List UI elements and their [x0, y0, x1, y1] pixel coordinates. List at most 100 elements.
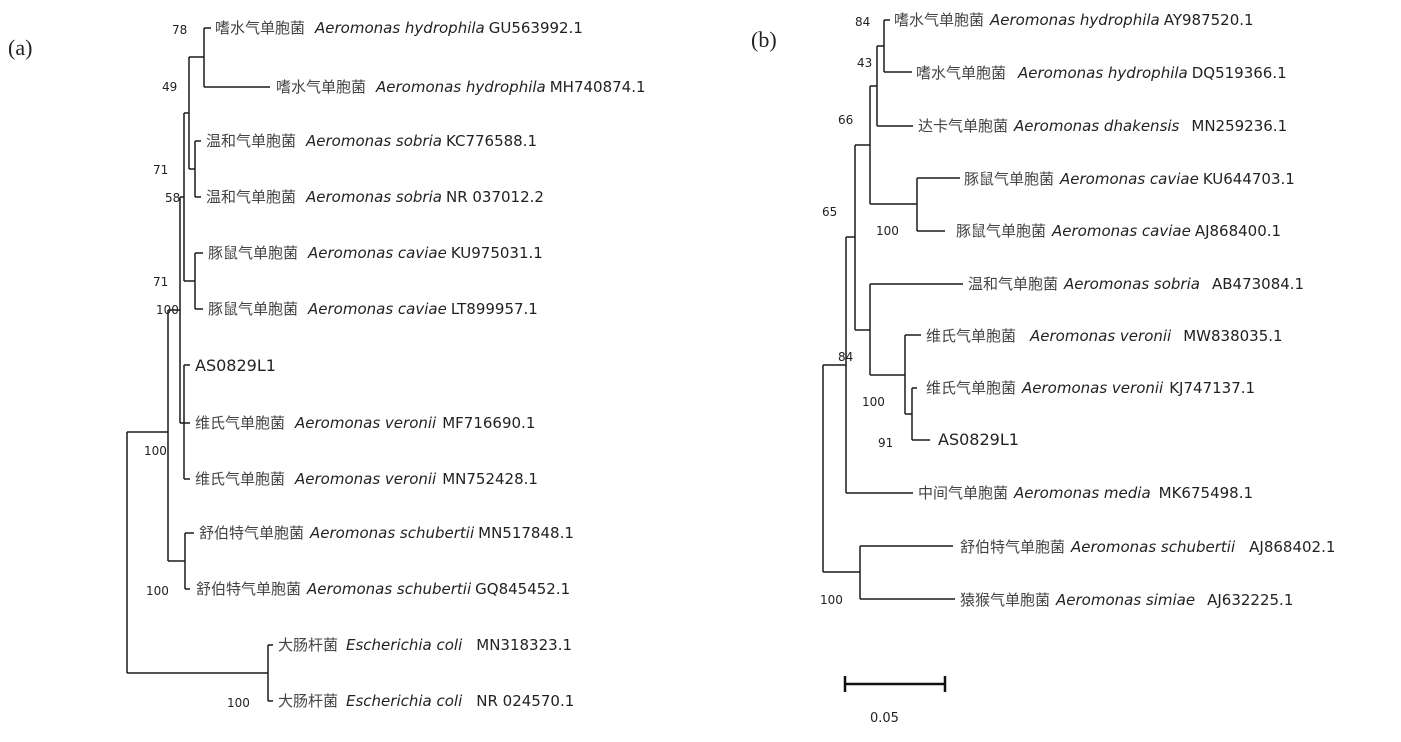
taxon-chinese-name: 嗜水气单胞菌: [894, 11, 984, 29]
bootstrap-value: 78: [172, 23, 187, 37]
taxon-label: 维氏气单胞菌 Aeromonas veronii KJ747137.1: [926, 379, 1255, 397]
panel-b-branches: [822, 19, 963, 600]
panel-b: (b): [751, 11, 1335, 726]
taxon-chinese-name: 猿猴气单胞菌: [960, 591, 1050, 609]
taxon-accession: MN752428.1: [442, 470, 538, 488]
scale-bar-group: 0.05: [843, 676, 947, 726]
bootstrap-value: 100: [156, 303, 179, 317]
taxon-chinese-name: 维氏气单胞菌: [195, 470, 285, 488]
taxon-species: Aeromonas caviae: [307, 244, 447, 262]
taxon-label: 达卡气单胞菌 Aeromonas dhakensis MN259236.1: [918, 117, 1287, 135]
taxon-chinese-name: 温和气单胞菌: [968, 275, 1058, 293]
taxon-accession: MW838035.1: [1183, 327, 1282, 345]
taxon-species: Escherichia coli: [346, 692, 463, 710]
taxon-accession: NR 024570.1: [476, 692, 574, 710]
bootstrap-value: 71: [153, 275, 168, 289]
taxon-species: Aeromonas hydrophila: [314, 19, 485, 37]
taxon-chinese-name: 豚鼠气单胞菌: [956, 222, 1046, 240]
taxon-species: Aeromonas sobria: [1063, 275, 1200, 293]
panel-a: (a): [8, 19, 646, 710]
taxon-chinese-name: 维氏气单胞菌: [926, 327, 1016, 345]
taxon-species: Aeromonas media: [1013, 484, 1151, 502]
bootstrap-value: 100: [820, 593, 843, 607]
taxon-chinese-name: 维氏气单胞菌: [926, 379, 1016, 397]
taxon-accession: DQ519366.1: [1192, 64, 1287, 82]
taxon-species: Aeromonas dhakensis: [1013, 117, 1180, 135]
taxon-chinese-name: 嗜水气单胞菌: [276, 78, 366, 96]
taxon-accession: AJ868402.1: [1249, 538, 1335, 556]
taxon-accession: AY987520.1: [1164, 11, 1254, 29]
taxon-species: Aeromonas veronii: [1021, 379, 1164, 397]
taxon-label: 维氏气单胞菌 Aeromonas veronii MF716690.1: [195, 414, 535, 432]
panel-a-bootstrap: 78 49 71 58 71 100 100 100 100: [144, 23, 250, 710]
taxon-chinese-name: 嗜水气单胞菌: [916, 64, 1006, 82]
taxon-accession: KJ747137.1: [1169, 379, 1255, 397]
taxon-species: Aeromonas sobria: [305, 188, 442, 206]
bootstrap-value: 66: [838, 113, 853, 127]
bootstrap-value: 91: [878, 436, 893, 450]
taxon-species: Aeromonas veronii: [294, 414, 437, 432]
taxon-species: Aeromonas veronii: [1029, 327, 1172, 345]
bootstrap-value: 43: [857, 56, 872, 70]
taxon-species: Aeromonas schubertii: [1070, 538, 1236, 556]
panel-b-label: (b): [751, 27, 777, 52]
taxon-accession: MN259236.1: [1191, 117, 1287, 135]
taxon-chinese-name: 舒伯特气单胞菌: [196, 580, 301, 598]
taxon-chinese-name: 大肠杆菌: [278, 636, 338, 654]
taxon-species: Aeromonas hydrophila: [375, 78, 546, 96]
taxon-accession: MH740874.1: [550, 78, 646, 96]
taxon-chinese-name: 豚鼠气单胞菌: [964, 170, 1054, 188]
taxon-chinese-name: 舒伯特气单胞菌: [199, 524, 304, 542]
taxon-label: 温和气单胞菌 Aeromonas sobria AB473084.1: [968, 275, 1304, 293]
taxon-species: Aeromonas hydrophila: [989, 11, 1160, 29]
taxon-accession: KC776588.1: [446, 132, 537, 150]
taxon-species: Aeromonas veronii: [294, 470, 437, 488]
bootstrap-value: 84: [855, 15, 870, 29]
taxon-accession: AB473084.1: [1212, 275, 1304, 293]
taxon-label: 大肠杆菌 Escherichia coli MN318323.1: [278, 636, 572, 654]
taxon-accession: KU644703.1: [1203, 170, 1295, 188]
taxon-label: 维氏气单胞菌 Aeromonas veronii MW838035.1: [926, 327, 1283, 345]
taxon-species: Aeromonas caviae: [1059, 170, 1199, 188]
bootstrap-value: 100: [144, 444, 167, 458]
bootstrap-value: 65: [822, 205, 837, 219]
taxon-chinese-name: 达卡气单胞菌: [918, 117, 1008, 135]
taxon-label-query: AS0829L1: [195, 356, 276, 375]
taxon-accession: MF716690.1: [442, 414, 535, 432]
taxon-species: Aeromonas caviae: [1051, 222, 1191, 240]
taxon-chinese-name: 豚鼠气单胞菌: [208, 244, 298, 262]
panel-a-branches: [126, 27, 273, 702]
taxon-accession: KU975031.1: [451, 244, 543, 262]
taxon-species: Aeromonas simiae: [1055, 591, 1195, 609]
taxon-species: Escherichia coli: [346, 636, 463, 654]
taxon-label: 维氏气单胞菌 Aeromonas veronii MN752428.1: [195, 470, 538, 488]
taxon-chinese-name: 嗜水气单胞菌: [215, 19, 305, 37]
taxon-species: Aeromonas schubertii: [309, 524, 475, 542]
bootstrap-value: 100: [862, 395, 885, 409]
taxon-chinese-name: 温和气单胞菌: [206, 188, 296, 206]
taxon-label-query: AS0829L1: [938, 430, 1019, 449]
taxon-chinese-name: 温和气单胞菌: [206, 132, 296, 150]
taxon-accession: MN318323.1: [476, 636, 572, 654]
taxon-species: Aeromonas caviae: [307, 300, 447, 318]
bootstrap-value: 84: [838, 350, 853, 364]
taxon-accession: AJ868400.1: [1195, 222, 1281, 240]
taxon-accession: MN517848.1: [478, 524, 574, 542]
bootstrap-value: 71: [153, 163, 168, 177]
taxon-chinese-name: 维氏气单胞菌: [195, 414, 285, 432]
